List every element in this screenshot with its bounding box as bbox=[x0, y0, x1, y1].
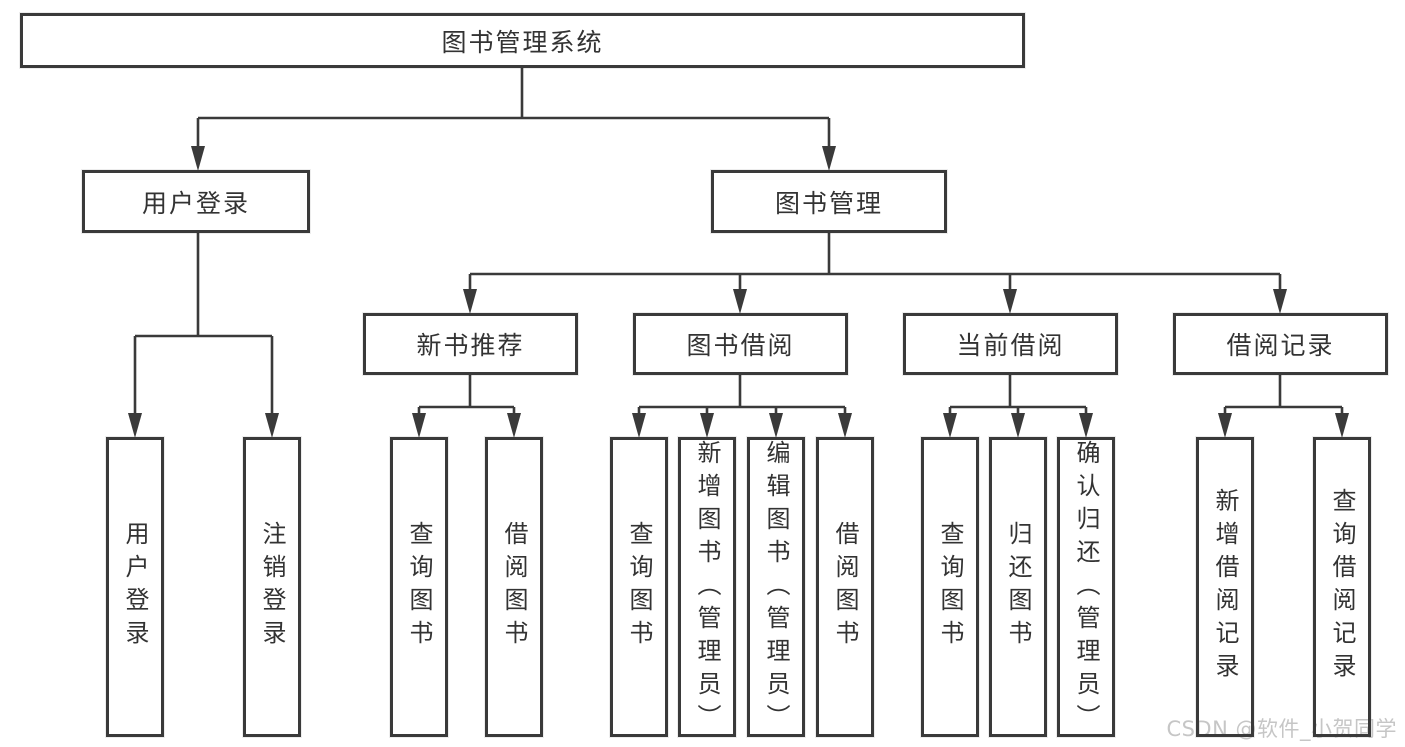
leaf-query-books-current: 查询图书 bbox=[921, 437, 979, 737]
leaf-query-books-current-label: 查询图书 bbox=[936, 521, 964, 653]
arrowheads bbox=[128, 146, 1349, 438]
node-borrow-records: 借阅记录 bbox=[1173, 313, 1388, 375]
node-user-login-label: 用户登录 bbox=[141, 188, 250, 218]
leaf-query-borrow-record: 查询借阅记录 bbox=[1313, 437, 1371, 737]
leaf-query-books-borrow-label: 查询图书 bbox=[625, 521, 653, 653]
leaf-borrow-books-recommend-label: 借阅图书 bbox=[500, 521, 528, 653]
node-user-login: 用户登录 bbox=[82, 170, 310, 233]
node-root-label: 图书管理系统 bbox=[441, 27, 604, 57]
leaf-logout-label: 注销登录 bbox=[258, 521, 286, 653]
leaf-query-books-recommend: 查询图书 bbox=[390, 437, 448, 737]
leaf-add-book-admin: 新增图书（管理员） bbox=[678, 437, 736, 737]
csdn-watermark: CSDN @软件_小贺同学 bbox=[1166, 717, 1397, 741]
node-root: 图书管理系统 bbox=[20, 13, 1025, 68]
node-new-book-recommend: 新书推荐 bbox=[363, 313, 578, 375]
node-borrow-records-label: 借阅记录 bbox=[1226, 331, 1335, 360]
leaf-borrow-books-recommend: 借阅图书 bbox=[485, 437, 543, 737]
leaf-confirm-return-admin: 确认归还（管理员） bbox=[1057, 437, 1115, 737]
leaf-add-borrow-record-label: 新增借阅记录 bbox=[1211, 488, 1239, 686]
leaf-confirm-return-admin-label: 确认归还（管理员） bbox=[1072, 440, 1100, 737]
leaf-add-borrow-record: 新增借阅记录 bbox=[1196, 437, 1254, 737]
leaf-user-login: 用户登录 bbox=[106, 437, 164, 737]
leaf-query-borrow-record-label: 查询借阅记录 bbox=[1328, 488, 1356, 686]
node-current-borrow: 当前借阅 bbox=[903, 313, 1118, 375]
node-current-borrow-label: 当前借阅 bbox=[956, 331, 1065, 360]
leaf-borrow-books: 借阅图书 bbox=[816, 437, 874, 737]
leaf-query-books-borrow: 查询图书 bbox=[610, 437, 668, 737]
leaf-return-book: 归还图书 bbox=[989, 437, 1047, 737]
node-book-borrow: 图书借阅 bbox=[633, 313, 848, 375]
leaf-edit-book-admin-label: 编辑图书（管理员） bbox=[762, 440, 790, 737]
node-book-borrow-label: 图书借阅 bbox=[686, 331, 795, 360]
leaf-user-login-label: 用户登录 bbox=[121, 521, 149, 653]
node-new-book-recommend-label: 新书推荐 bbox=[416, 331, 525, 360]
leaf-query-books-recommend-label: 查询图书 bbox=[405, 521, 433, 653]
leaf-return-book-label: 归还图书 bbox=[1004, 521, 1032, 653]
leaf-borrow-books-label: 借阅图书 bbox=[831, 521, 859, 653]
leaf-edit-book-admin: 编辑图书（管理员） bbox=[747, 437, 805, 737]
leaf-logout: 注销登录 bbox=[243, 437, 301, 737]
node-book-management: 图书管理 bbox=[711, 170, 947, 233]
node-book-management-label: 图书管理 bbox=[774, 188, 883, 218]
leaf-add-book-admin-label: 新增图书（管理员） bbox=[693, 440, 721, 737]
